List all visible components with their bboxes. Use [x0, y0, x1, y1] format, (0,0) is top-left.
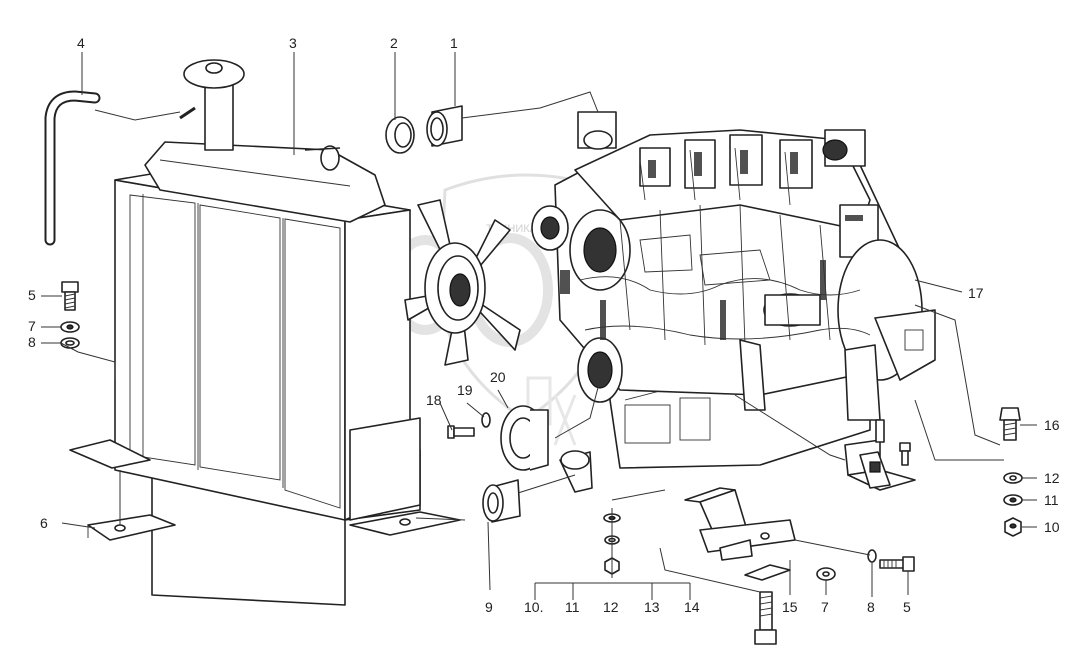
- callout-10-front: 10.: [524, 599, 543, 615]
- callout-5-front: 5: [903, 599, 911, 615]
- callout-1: 1: [450, 35, 458, 51]
- callout-12-right: 12: [1044, 470, 1060, 486]
- nut-10-right: [1004, 517, 1022, 537]
- washer-8-front: [867, 549, 877, 563]
- bolt-5-front: [879, 556, 915, 572]
- callout-7-left: 7: [28, 318, 36, 334]
- callout-7-front: 7: [821, 599, 829, 615]
- callout-2: 2: [390, 35, 398, 51]
- callout-8-front: 8: [867, 599, 875, 615]
- upper-hose-connector: [577, 111, 617, 150]
- callout-4: 4: [77, 35, 85, 51]
- lower-hose-connector: [559, 450, 593, 493]
- callout-9: 9: [485, 599, 493, 615]
- bolt-18: [447, 425, 475, 439]
- bolt-5-left: [61, 281, 79, 311]
- callout-15: 15: [782, 599, 798, 615]
- callout-14: 14: [684, 599, 700, 615]
- callout-16: 16: [1044, 417, 1060, 433]
- callout-20: 20: [490, 369, 506, 385]
- callout-19: 19: [457, 382, 473, 398]
- callout-12-front: 12: [603, 599, 619, 615]
- callout-3: 3: [289, 35, 297, 51]
- washer-19: [481, 412, 491, 428]
- lower-hose-sleeve: [482, 479, 521, 523]
- callout-8-left: 8: [28, 334, 36, 350]
- engine-mount-rear: [844, 419, 916, 491]
- washer-7-left: [60, 321, 80, 333]
- callout-18: 18: [426, 392, 442, 408]
- engine-mount-front: [684, 487, 796, 581]
- bolt-16: [999, 407, 1021, 441]
- callout-13: 13: [644, 599, 660, 615]
- washer-12-right: [1003, 472, 1023, 484]
- radiator: [69, 59, 461, 606]
- bolt-14: [754, 591, 777, 645]
- lower-hose-elbow: [500, 405, 549, 471]
- hose-clamp: [385, 116, 415, 154]
- callout-6: 6: [40, 515, 48, 531]
- washer-7-front: [816, 567, 836, 581]
- callout-labels: 4 3 2 1 5 7 8 6 18 19 20 9 10. 11 12 13 …: [28, 35, 1060, 615]
- diesel-engine: [531, 129, 936, 469]
- callout-11-right: 11: [1044, 492, 1059, 508]
- callout-5-left: 5: [28, 287, 36, 303]
- cooling-fan: [404, 199, 521, 366]
- callout-10-right: 10: [1044, 519, 1060, 535]
- coolant-hose: [44, 90, 101, 246]
- leader-lines: [41, 52, 1037, 600]
- callout-11-front: 11: [565, 599, 580, 615]
- callout-17: 17: [968, 285, 984, 301]
- washer-8-left: [60, 337, 80, 349]
- washer-11-right: [1003, 494, 1023, 506]
- hose-sleeve: [426, 105, 463, 147]
